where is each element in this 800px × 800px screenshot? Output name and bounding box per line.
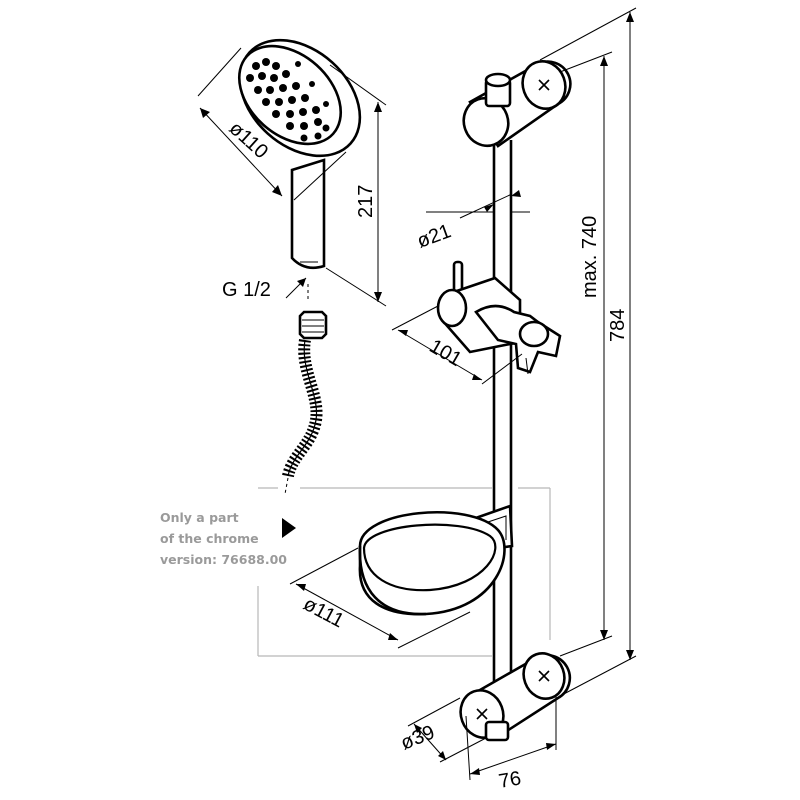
part-note: Only a part of the chrome version: 76688…: [160, 510, 296, 567]
shower-hose: [282, 310, 328, 495]
dimension-max-length: max. 740: [559, 51, 613, 657]
dimension-thread: G 1/2: [222, 277, 309, 301]
soap-dish-holder: [358, 504, 514, 616]
top-wall-bracket: [462, 60, 572, 148]
label-wall-offset: 76: [497, 767, 523, 793]
dimension-head-height: 217: [325, 64, 387, 307]
label-max-length: max. 740: [579, 216, 601, 298]
label-head-height: 217: [355, 185, 377, 218]
hand-shower: [237, 38, 362, 270]
dimension-wall-offset: 76: [465, 694, 557, 793]
bottom-wall-bracket: [459, 652, 572, 742]
spray-nozzles: [246, 58, 330, 142]
slide-rail: [492, 140, 513, 700]
note-line-1: Only a part: [160, 510, 239, 525]
sliding-holder: [436, 260, 562, 375]
note-frame: [257, 487, 551, 657]
dimension-rail-diameter: ø21: [414, 190, 530, 253]
note-arrow-icon: [282, 518, 296, 538]
label-thread: G 1/2: [222, 279, 271, 301]
note-line-2: of the chrome: [160, 531, 259, 546]
label-rail-diameter: ø21: [414, 220, 454, 252]
note-line-3: version: 76688.00: [160, 552, 287, 567]
label-bracket-diameter: ø39: [398, 721, 438, 754]
dimension-total-length: 784: [539, 7, 637, 697]
label-total-length: 784: [607, 309, 629, 342]
